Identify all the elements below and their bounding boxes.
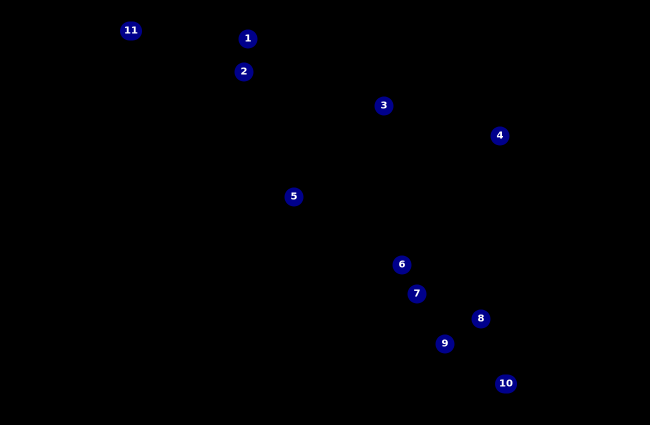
marker-badge-6[interactable]: 6 — [392, 255, 412, 275]
marker-badge-9[interactable]: 9 — [435, 334, 455, 354]
marker-badge-10[interactable]: 10 — [495, 374, 517, 394]
marker-badge-5[interactable]: 5 — [284, 187, 304, 207]
marker-badge-3[interactable]: 3 — [374, 96, 394, 116]
marker-badge-11[interactable]: 11 — [120, 21, 142, 41]
marker-badge-1[interactable]: 1 — [238, 29, 258, 49]
marker-badge-2[interactable]: 2 — [234, 62, 254, 82]
marker-badge-8[interactable]: 8 — [471, 309, 491, 329]
marker-badge-7[interactable]: 7 — [407, 284, 427, 304]
marker-badge-4[interactable]: 4 — [490, 126, 510, 146]
